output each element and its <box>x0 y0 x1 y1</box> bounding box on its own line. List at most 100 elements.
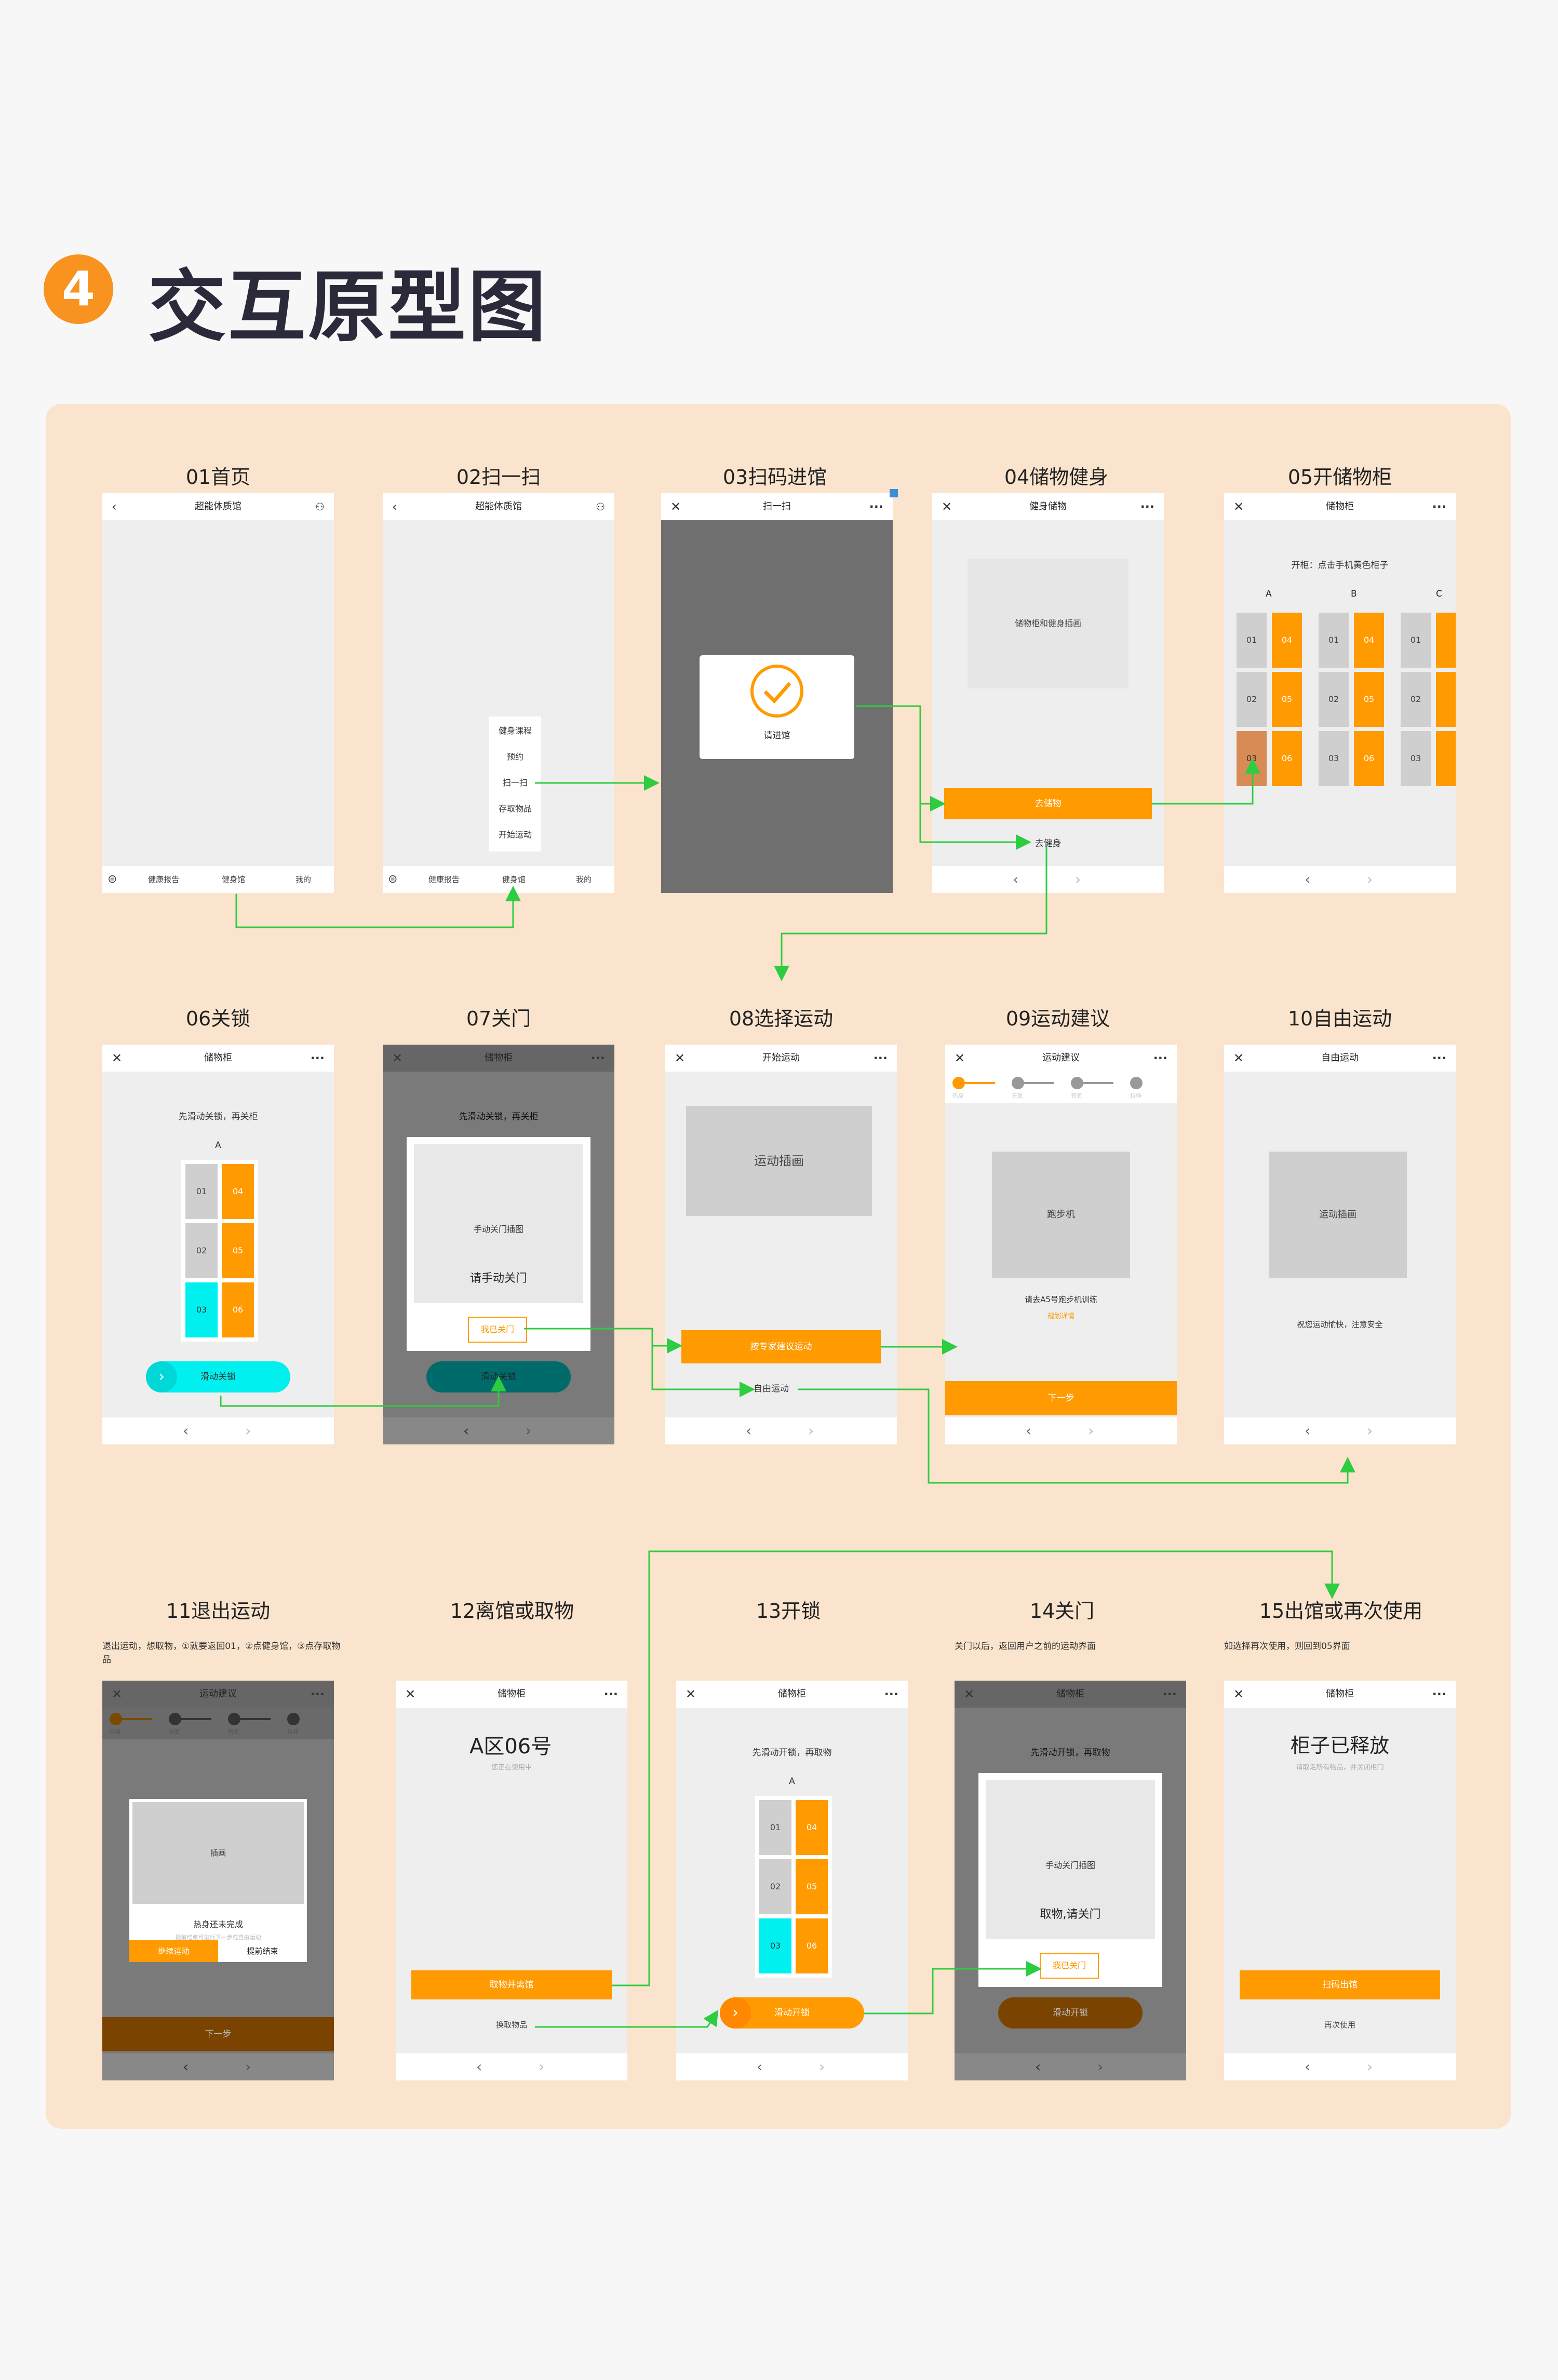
more-dots-icon[interactable]: ··· <box>1153 1051 1167 1065</box>
close-icon[interactable]: ✕ <box>112 1051 123 1065</box>
locker-cell[interactable]: 06 <box>1354 731 1384 786</box>
plan-details-link[interactable]: 规划详情 <box>1047 1313 1075 1320</box>
menu-item-storage[interactable]: 存取物品 <box>498 804 532 814</box>
more-dots-icon[interactable]: ··· <box>884 1687 898 1701</box>
chevron-left-icon[interactable]: ‹ <box>1305 2058 1311 2075</box>
chevron-right-icon[interactable]: › <box>539 2058 545 2075</box>
locker-cell[interactable]: 01 <box>759 1800 791 1855</box>
go-gym-link[interactable]: 去健身 <box>1035 839 1062 849</box>
menu-item-scan[interactable]: 扫一扫 <box>502 778 528 788</box>
close-icon[interactable]: ✕ <box>686 1687 696 1701</box>
menu-item-start-workout[interactable]: 开始运动 <box>498 830 532 840</box>
chevron-left-icon[interactable]: ‹ <box>1305 1422 1311 1439</box>
use-again-link[interactable]: 再次使用 <box>1324 2020 1355 2030</box>
confirm-closed-button[interactable]: 我已关门 <box>468 1317 527 1343</box>
chevron-left-icon[interactable]: ‹ <box>112 499 117 514</box>
close-icon[interactable]: ✕ <box>955 1051 965 1065</box>
chevron-right-icon[interactable]: › <box>1367 871 1373 888</box>
locker-cell[interactable]: 01 <box>1319 613 1349 668</box>
locker-cell[interactable]: 02 <box>1237 672 1267 727</box>
robot-icon[interactable]: ⊜ <box>388 873 398 886</box>
next-step-button[interactable]: 下一步 <box>102 2017 334 2051</box>
locker-cell[interactable]: 03 <box>1401 731 1431 786</box>
end-early-button[interactable]: 提前结束 <box>247 1946 278 1956</box>
chevron-left-icon[interactable]: ‹ <box>392 499 397 514</box>
close-icon[interactable]: ✕ <box>942 499 952 514</box>
more-dots-icon[interactable]: ··· <box>1432 1687 1446 1701</box>
chevron-left-icon[interactable]: ‹ <box>1013 871 1019 888</box>
more-dots-icon[interactable]: ··· <box>873 1051 888 1065</box>
chevron-left-icon[interactable]: ‹ <box>463 1422 469 1439</box>
locker-cell[interactable]: 01 <box>1401 613 1431 668</box>
go-storage-button[interactable]: 去储物 <box>944 788 1152 819</box>
chevron-right-icon[interactable]: › <box>720 1997 751 2029</box>
more-dots-icon[interactable]: ··· <box>603 1687 618 1701</box>
tab-me[interactable]: 我的 <box>296 875 312 884</box>
chevron-left-icon[interactable]: ‹ <box>1035 2058 1041 2075</box>
chevron-left-icon[interactable]: ‹ <box>757 2058 763 2075</box>
close-icon[interactable]: ✕ <box>1233 1687 1244 1701</box>
more-dots-icon[interactable]: ··· <box>310 1687 325 1701</box>
locker-cell[interactable]: 02 <box>759 1859 791 1914</box>
locker-cell[interactable] <box>1436 731 1456 786</box>
chevron-right-icon[interactable]: › <box>808 1422 814 1439</box>
chevron-left-icon[interactable]: ‹ <box>476 2058 482 2075</box>
locker-cell[interactable]: 06 <box>222 1282 254 1337</box>
scan-exit-button[interactable]: 扫码出馆 <box>1240 1970 1440 1999</box>
chevron-right-icon[interactable]: › <box>245 1422 251 1439</box>
continue-workout-button[interactable]: 继续运动 <box>129 1940 218 1962</box>
tab-me[interactable]: 我的 <box>576 875 592 884</box>
close-icon[interactable]: ✕ <box>670 499 681 514</box>
chevron-right-icon[interactable]: › <box>819 2058 825 2075</box>
locker-cell[interactable]: 01 <box>185 1164 218 1219</box>
chevron-right-icon[interactable]: › <box>1367 1422 1373 1439</box>
locker-cell[interactable]: 02 <box>185 1223 218 1278</box>
slide-to-lock[interactable]: › 滑动关锁 <box>146 1361 290 1392</box>
robot-icon[interactable]: ⊜ <box>108 873 117 886</box>
more-dots-icon[interactable]: ··· <box>869 499 883 514</box>
close-icon[interactable]: ✕ <box>964 1687 975 1701</box>
expert-advice-button[interactable]: 按专家建议运动 <box>681 1330 881 1363</box>
close-icon[interactable]: ✕ <box>405 1687 416 1701</box>
locker-cell[interactable]: 02 <box>1401 672 1431 727</box>
locker-cell[interactable] <box>1436 613 1456 668</box>
chevron-right-icon[interactable]: › <box>1088 1422 1094 1439</box>
more-dots-icon[interactable]: ··· <box>1432 1051 1446 1065</box>
close-icon[interactable]: ✕ <box>112 1687 123 1701</box>
chevron-right-icon[interactable]: › <box>245 2058 251 2075</box>
tab-health-report[interactable]: 健康报告 <box>428 875 460 884</box>
tab-gym[interactable]: 健身馆 <box>502 875 526 884</box>
more-dots-icon[interactable]: ··· <box>590 1051 605 1065</box>
locker-cell[interactable]: 03 <box>1319 731 1349 786</box>
menu-item-booking[interactable]: 预约 <box>506 752 523 762</box>
locker-cell[interactable]: 04 <box>222 1164 254 1219</box>
locker-cell[interactable]: 04 <box>1354 613 1384 668</box>
slide-to-unlock[interactable]: › 滑动开锁 <box>720 1997 864 2029</box>
locker-cell[interactable]: 06 <box>1272 731 1302 786</box>
chevron-right-icon[interactable]: › <box>1075 871 1081 888</box>
locker-cell[interactable]: 05 <box>796 1859 828 1914</box>
locker-cell[interactable]: 02 <box>1319 672 1349 727</box>
swap-items-link[interactable]: 换取物品 <box>495 2020 527 2030</box>
chevron-left-icon[interactable]: ‹ <box>1026 1422 1032 1439</box>
person-icon[interactable]: ⚇ <box>596 501 605 513</box>
slide-to-unlock[interactable]: 滑动开锁 <box>998 1997 1143 2029</box>
tab-health-report[interactable]: 健康报告 <box>148 875 180 884</box>
more-dots-icon[interactable]: ··· <box>1432 499 1446 514</box>
chevron-right-icon[interactable]: › <box>1097 2058 1104 2075</box>
more-dots-icon[interactable]: ··· <box>1162 1687 1177 1701</box>
close-icon[interactable]: ✕ <box>1233 1051 1244 1065</box>
chevron-right-icon[interactable]: › <box>1367 2058 1373 2075</box>
locker-cell[interactable]: 06 <box>796 1918 828 1973</box>
locker-cell[interactable]: 03 <box>185 1282 218 1337</box>
locker-cell[interactable]: 04 <box>1272 613 1302 668</box>
more-dots-icon[interactable]: ··· <box>310 1051 325 1065</box>
close-icon[interactable]: ✕ <box>1233 499 1244 514</box>
locker-cell[interactable]: 05 <box>1272 672 1302 727</box>
free-workout-link[interactable]: 自由运动 <box>754 1384 789 1394</box>
chevron-left-icon[interactable]: ‹ <box>183 2058 189 2075</box>
more-dots-icon[interactable]: ··· <box>1140 499 1154 514</box>
person-icon[interactable]: ⚇ <box>315 501 325 513</box>
chevron-right-icon[interactable]: › <box>146 1361 177 1392</box>
locker-cell[interactable]: 05 <box>1354 672 1384 727</box>
